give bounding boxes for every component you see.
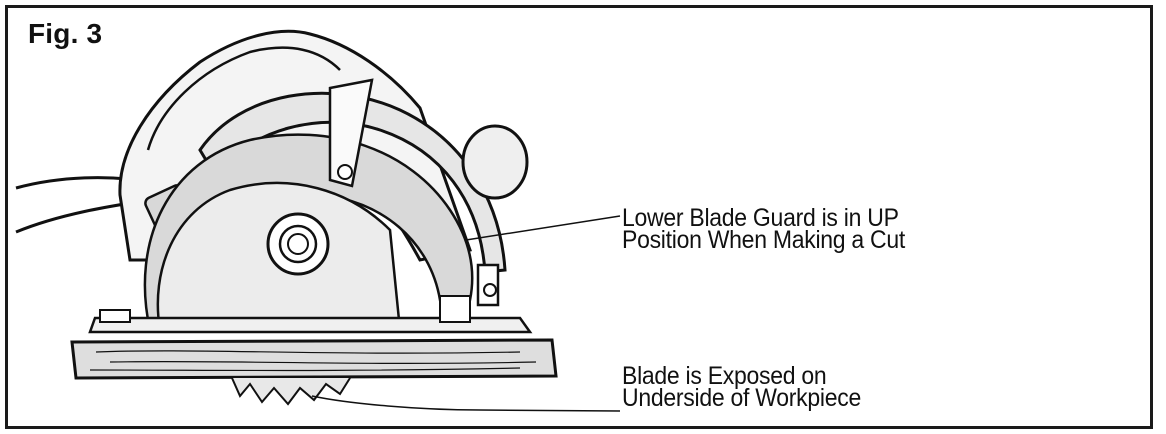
depth-adjust-lever (328, 78, 374, 188)
lever-screw (337, 164, 353, 180)
upper-blade-guard (198, 91, 507, 274)
callout-guard-line1: Lower Blade Guard is in UP (622, 204, 899, 232)
handle-grip (146, 46, 341, 151)
wood-grain-2 (109, 360, 537, 364)
wood-grain-3 (89, 367, 521, 372)
callout-blade-exposed: Blade is Exposed on Underside of Workpie… (622, 362, 861, 412)
base-shoe (88, 316, 533, 334)
leader-line-guard (465, 215, 621, 241)
exposed-blade-teeth (231, 377, 351, 406)
callout-blade-line1: Blade is Exposed on (622, 362, 827, 390)
lift-lever-screw (483, 283, 497, 297)
base-bevel-bracket (439, 295, 471, 323)
figure-title: Fig. 3 (28, 18, 103, 49)
blade-arbor-center (287, 233, 309, 255)
callout-lower-blade-guard: Lower Blade Guard is in UP Position When… (622, 204, 906, 254)
base-front-tab (99, 309, 131, 323)
workpiece (70, 338, 558, 380)
callout-guard-line2: Position When Making a Cut (622, 226, 906, 254)
callout-blade-line2: Underside of Workpiece (622, 384, 861, 412)
leader-line-blade (311, 395, 621, 412)
rear-knob (461, 124, 529, 200)
wood-grain-1 (95, 350, 521, 354)
